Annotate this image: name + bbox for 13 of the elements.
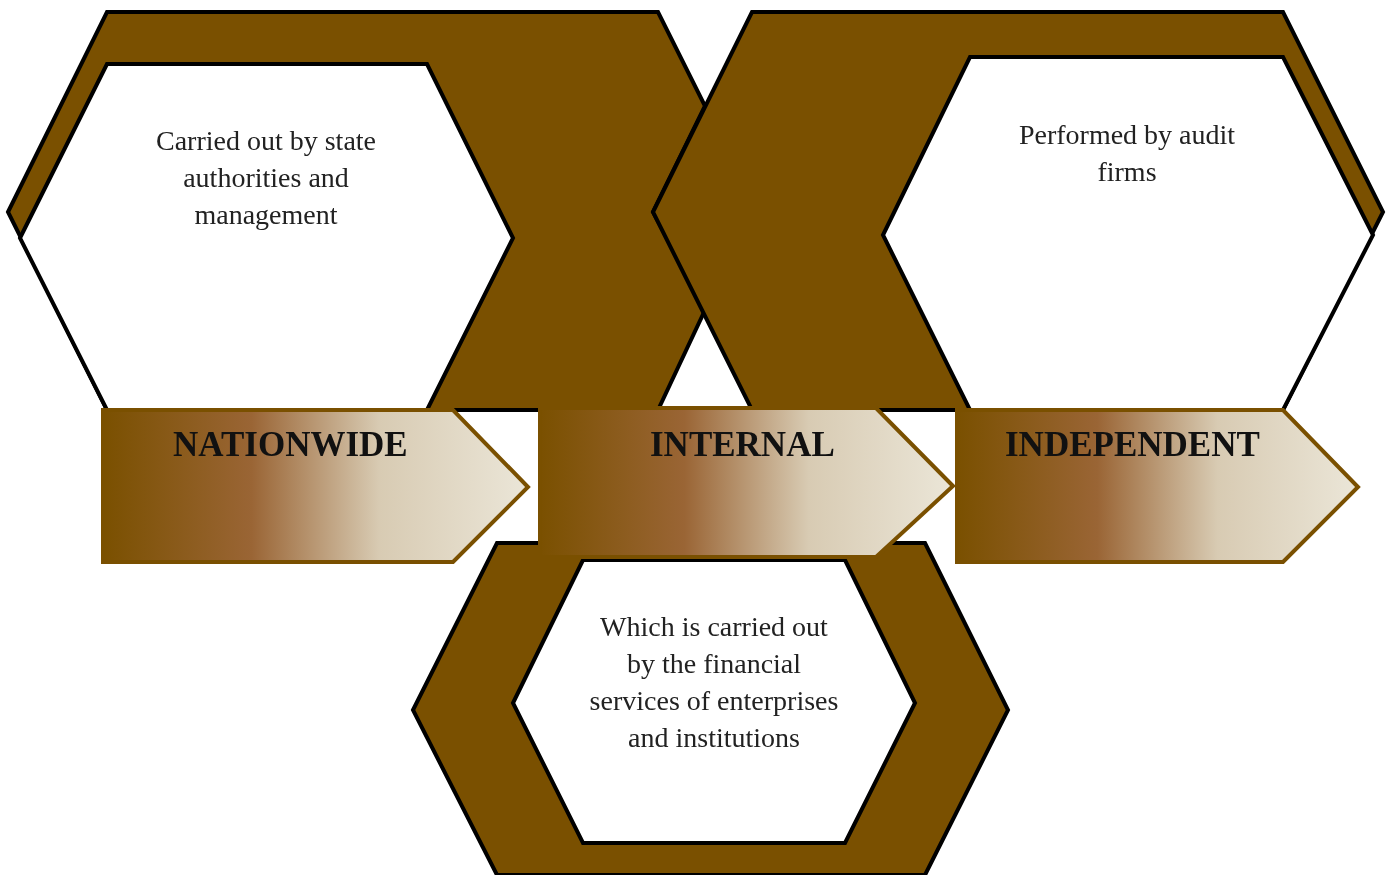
chevron-banner <box>540 408 953 557</box>
description-text: Which is carried out by the financial services of enterprises and institutions <box>588 610 840 755</box>
hexagon-card <box>20 64 513 410</box>
hexagon-frame <box>413 543 1008 875</box>
hexagon-card <box>883 57 1373 410</box>
description-text: Carried out by state authorities and management <box>154 124 378 232</box>
hexagon-card <box>513 560 915 843</box>
chevron-banner <box>103 410 528 562</box>
hexagon-frame <box>8 12 705 410</box>
hexagon-frame <box>653 12 1383 410</box>
chevron-banner <box>957 410 1358 562</box>
description-text: Performed by audit firms <box>1017 118 1237 189</box>
banner-label: INTERNAL <box>650 425 835 465</box>
